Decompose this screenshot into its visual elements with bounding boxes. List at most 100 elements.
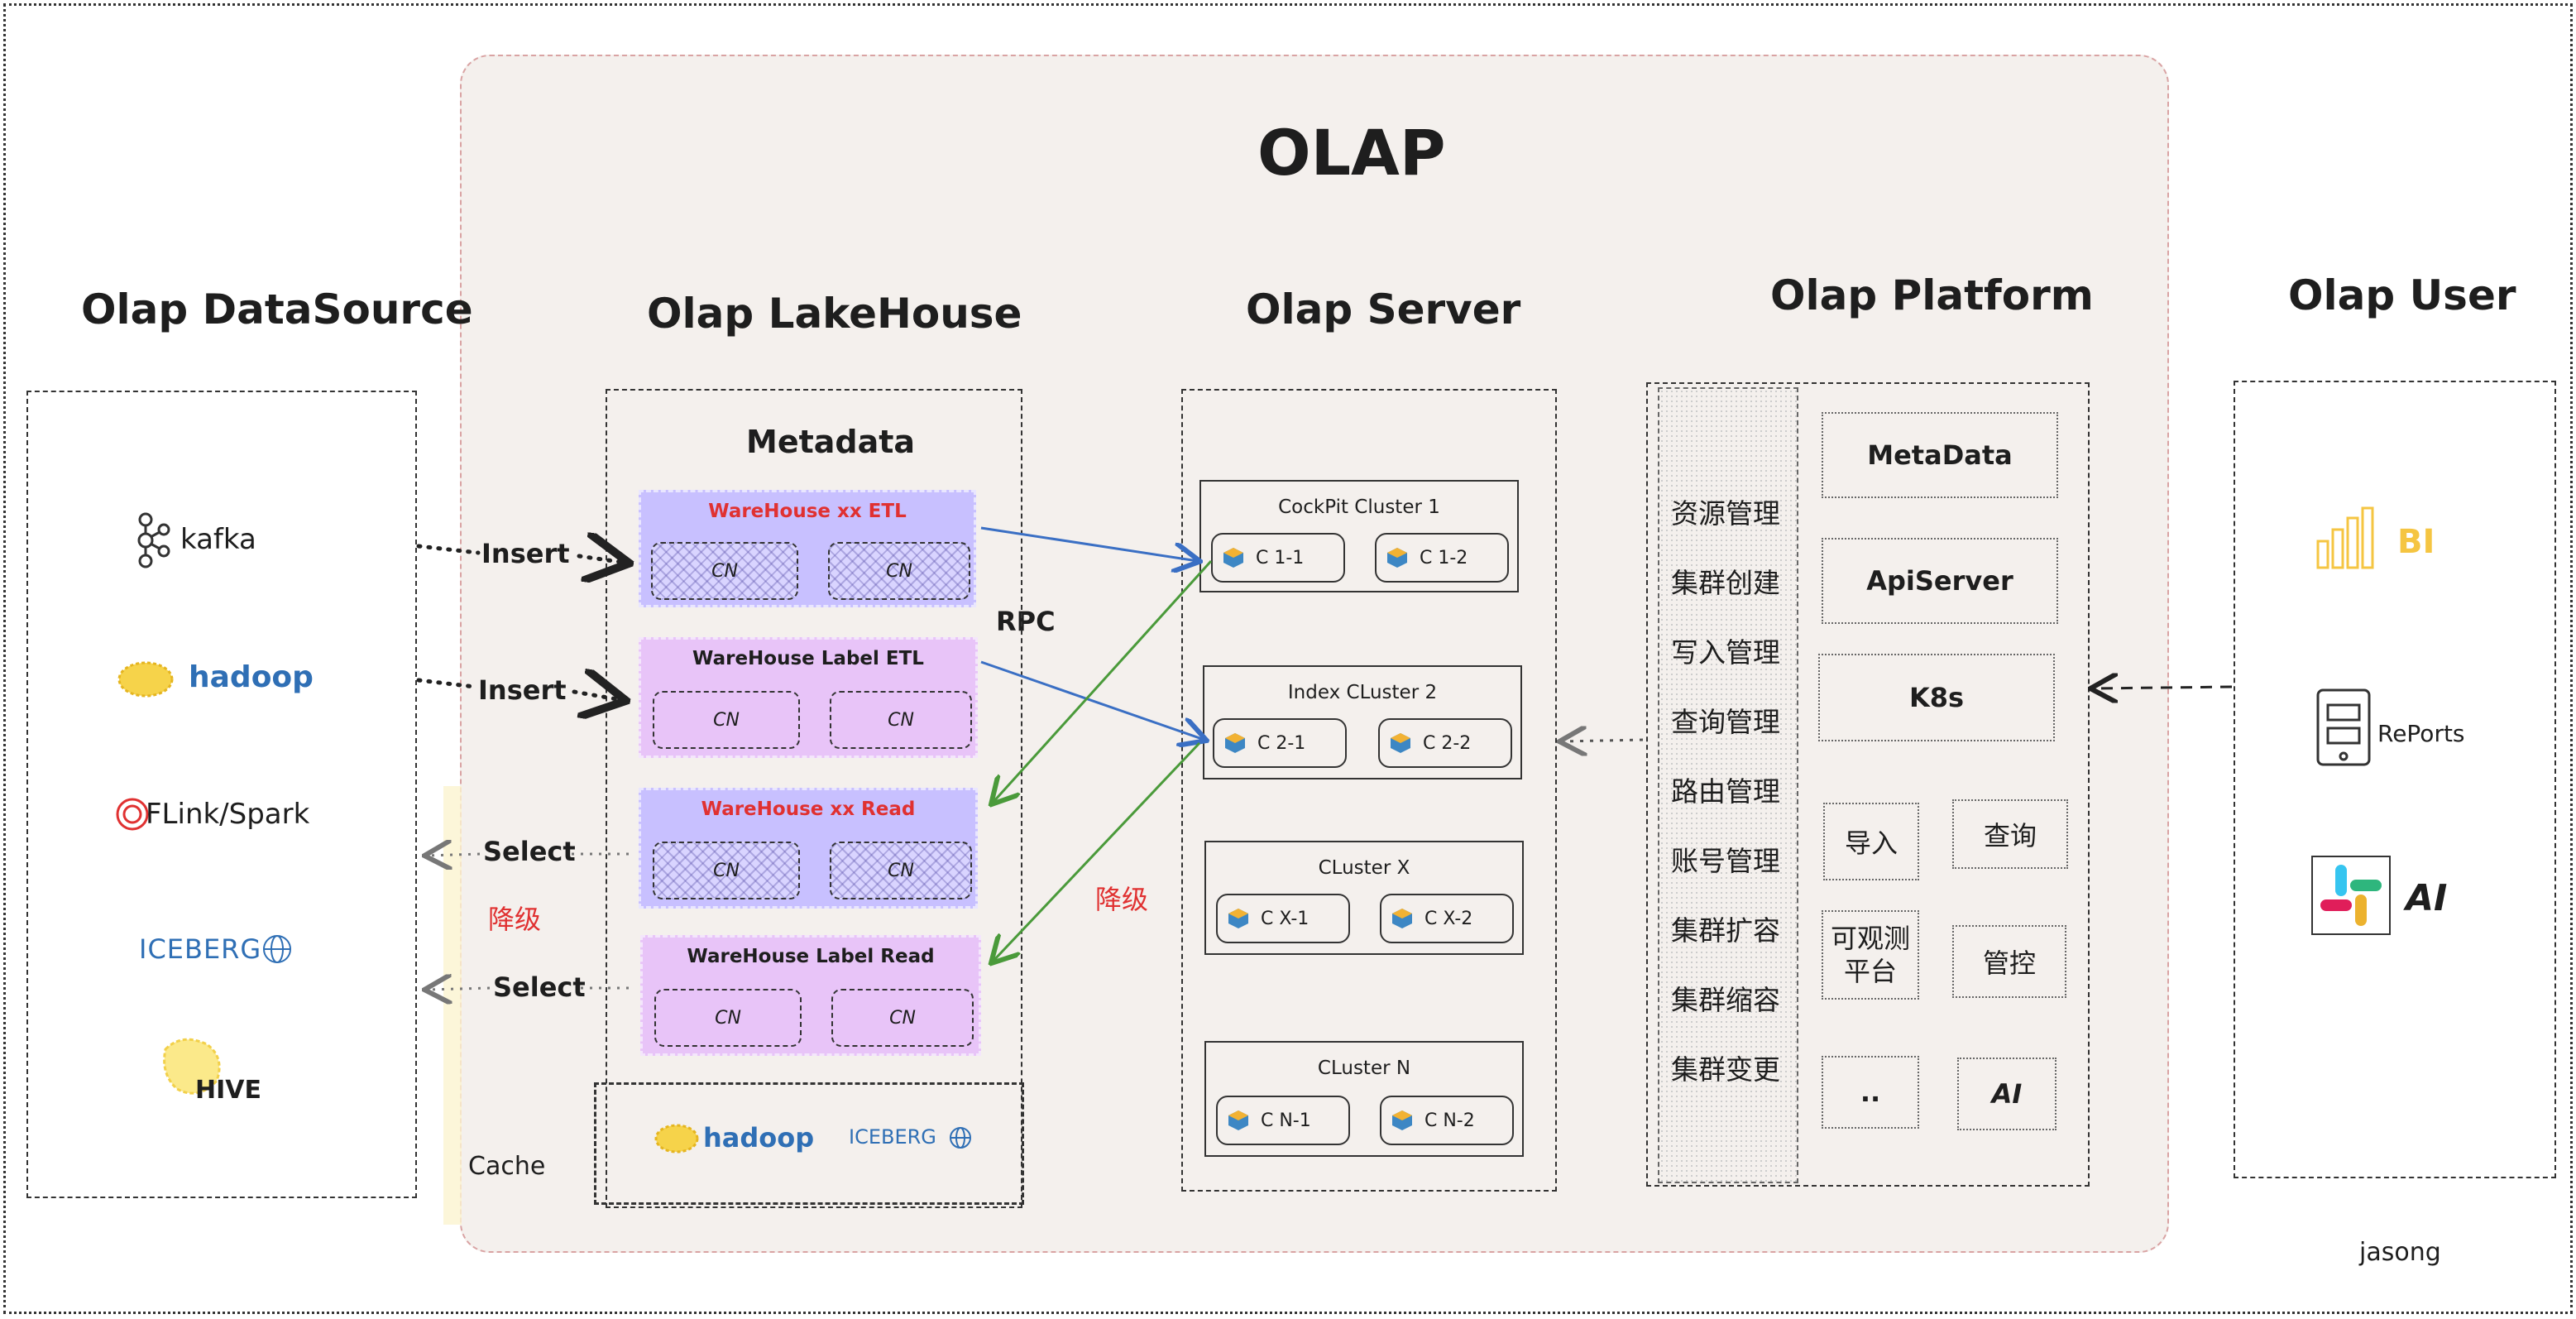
node-icon: [1386, 547, 1408, 568]
platform-menu-item: 集群创建: [1671, 567, 1780, 599]
node-label: C 1-2: [1420, 547, 1468, 568]
node-icon: [1223, 547, 1244, 568]
hive-bee-icon: [157, 1033, 228, 1099]
cluster-title: CockPit Cluster 1: [1278, 496, 1440, 518]
node-label: C X-1: [1261, 908, 1310, 929]
platform-menu-item: 集群缩容: [1671, 984, 1780, 1016]
platform-menu-item: 查询管理: [1671, 706, 1780, 738]
user-bi: BI: [2397, 523, 2435, 561]
warehouse-xx-etl: WareHouse xx ETL CN CN: [639, 490, 976, 607]
cache-highlight: [443, 786, 462, 1225]
node-label: C N-1: [1261, 1110, 1311, 1131]
platform-more: ..: [1822, 1056, 1919, 1129]
platform-menu-item: 路由管理: [1671, 775, 1780, 808]
node-icon: [1224, 732, 1246, 754]
warehouse-title: WareHouse Label Read: [687, 946, 935, 967]
metadata-title: Metadata: [746, 424, 916, 460]
cluster-node: C 2-1: [1213, 718, 1347, 768]
datasource-kafka: kafka: [180, 523, 256, 556]
lakehouse-panel: [606, 389, 1022, 1208]
platform-k8s: K8s: [1818, 654, 2055, 741]
rpc-label: RPC: [996, 606, 1056, 637]
platform-metadata: MetaData: [1822, 412, 2058, 498]
cn-node: CN: [828, 542, 970, 600]
node-label: C X-2: [1424, 908, 1473, 929]
insert-arrow-1b: [577, 556, 625, 563]
platform-observability: 可观测 平台: [1822, 910, 1919, 1000]
warehouse-label-etl: WareHouse Label ETL CN CN: [639, 637, 978, 758]
datasource-iceberg: ICEBERG: [139, 933, 262, 965]
node-icon: [1228, 1110, 1249, 1131]
user-ai: AI: [2406, 877, 2448, 919]
node-label: C 2-1: [1257, 732, 1306, 754]
server-title: Olap Server: [1246, 285, 1521, 333]
insert-label-1: Insert: [481, 538, 570, 569]
iceberg-globe-icon: [261, 933, 293, 965]
user-reports: RePorts: [2377, 720, 2465, 747]
insert-arrow-2: [416, 678, 477, 689]
hadoop-elephant-icon: [116, 659, 175, 700]
datasource-panel: [26, 391, 417, 1198]
datasource-flink-spark: FLink/Spark: [146, 798, 310, 831]
datasource-hadoop: hadoop: [189, 660, 314, 694]
iceberg-globe-icon: [948, 1125, 973, 1150]
warehouse-title: WareHouse xx ETL: [708, 501, 907, 522]
olap-title: OLAP: [1257, 116, 1446, 189]
cn-node: CN: [830, 842, 972, 899]
platform-ai: AI: [1957, 1058, 2056, 1130]
user-title: Olap User: [2288, 271, 2516, 319]
platform-apiserver: ApiServer: [1822, 538, 2058, 624]
platform-menu-item: 写入管理: [1671, 636, 1780, 669]
user-panel: [2234, 381, 2556, 1178]
select-arrow-1b: [427, 854, 481, 856]
select-arrow-2b: [427, 988, 491, 990]
kafka-icon: [132, 511, 175, 569]
warehouse-xx-read: WareHouse xx Read CN CN: [639, 788, 978, 909]
insert-arrow-1: [416, 544, 481, 555]
platform-panel: [1646, 382, 2090, 1187]
bi-chart-icon: [2313, 505, 2377, 573]
diagram-frame: [3, 3, 2573, 1314]
platform-title: Olap Platform: [1770, 271, 2094, 319]
platform-control: 管控: [1952, 925, 2066, 998]
author-label: jasong: [2359, 1238, 2441, 1267]
rpc-arrow-2: [980, 660, 1204, 740]
hadoop-elephant-icon: [654, 1122, 700, 1155]
cluster-title: Index CLuster 2: [1287, 682, 1438, 703]
insert-arrow-2b: [572, 692, 622, 700]
lakehouse-title: Olap LakeHouse: [647, 290, 1022, 338]
platform-menu-item: 资源管理: [1671, 497, 1780, 530]
reports-tablet-icon: [2315, 687, 2373, 770]
storage-box: [594, 1082, 1024, 1205]
user-to-platform-arrow: [2093, 687, 2233, 688]
cluster-node: C X-2: [1380, 894, 1514, 943]
platform-menu-item: 集群变更: [1671, 1053, 1780, 1086]
cluster-node: C 2-2: [1378, 718, 1512, 768]
platform-menu-column: [1658, 387, 1798, 1183]
cn-node: CN: [831, 989, 974, 1047]
cluster-node: C 1-1: [1211, 533, 1345, 583]
cn-node: CN: [654, 989, 802, 1047]
platform-menu-item: 账号管理: [1671, 845, 1780, 877]
cn-node: CN: [653, 842, 800, 899]
downgrade-label-mid: 降级: [1095, 884, 1149, 915]
warehouse-label-read: WareHouse Label Read CN CN: [640, 935, 981, 1056]
platform-menu-item: 集群扩容: [1671, 914, 1780, 947]
warehouse-title: WareHouse Label ETL: [692, 648, 924, 669]
cluster-box: CLuster X C X-1 C X-2: [1204, 841, 1524, 955]
flink-spark-icon: [114, 796, 151, 832]
cluster-title: CLuster N: [1317, 1058, 1411, 1079]
select-label-1: Select: [483, 836, 576, 867]
cluster-box: CockPit Cluster 1 C 1-1 C 1-2: [1199, 480, 1519, 592]
downgrade-label-left: 降级: [488, 904, 542, 935]
storage-iceberg: ICEBERG: [849, 1125, 936, 1149]
select-label-2: Select: [493, 971, 586, 1003]
cluster-node: C N-1: [1216, 1096, 1350, 1145]
cn-node: CN: [651, 542, 798, 600]
cluster-box: CLuster N C N-1 C N-2: [1204, 1041, 1524, 1157]
rpc-arrow-1: [980, 526, 1198, 561]
node-icon: [1228, 908, 1249, 929]
node-label: C 2-2: [1423, 732, 1472, 754]
node-icon: [1390, 732, 1411, 754]
